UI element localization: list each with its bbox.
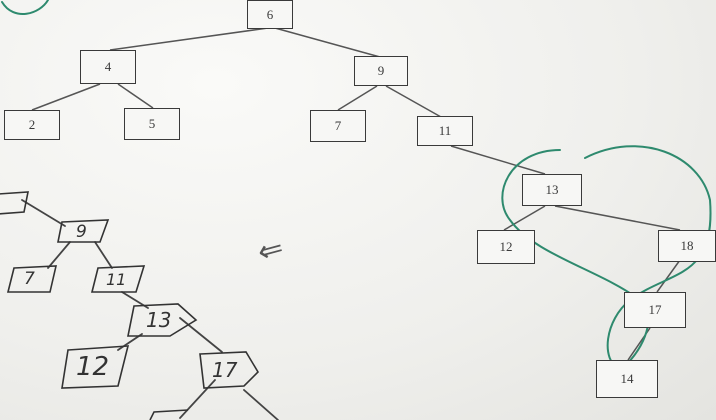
hand-edge-9-7 [47, 241, 71, 269]
hand-shape-9 [57, 219, 110, 243]
hand-shape-12 [61, 345, 130, 389]
hand-node-7: 7 [24, 269, 35, 289]
edge-11-13 [450, 145, 546, 175]
node-6: 6 [247, 0, 293, 29]
hand-edge-17-down-left [179, 379, 216, 419]
edge-9-11 [385, 85, 442, 118]
edge-9-7 [337, 85, 378, 111]
node-11: 11 [417, 116, 473, 146]
hand-shape-partial-bottom [149, 409, 189, 420]
node-12: 12 [477, 230, 535, 264]
node-4: 4 [80, 50, 136, 84]
node-14: 14 [596, 360, 658, 398]
hand-shape-11 [90, 265, 146, 293]
hand-node-9: 9 [76, 222, 87, 242]
hand-node-17: 17 [212, 358, 238, 382]
node-2: 2 [4, 110, 60, 140]
edge-13-12 [503, 205, 546, 231]
hand-node-12: 12 [76, 352, 110, 382]
hand-shape-root [0, 191, 29, 215]
edge-4-2 [31, 83, 101, 111]
node-9: 9 [354, 56, 408, 86]
edge-6-9 [274, 27, 381, 58]
node-18: 18 [658, 230, 716, 262]
printed-edges [31, 27, 681, 361]
hand-shape-7 [6, 265, 58, 293]
hand-edge-root-9 [21, 199, 66, 227]
edge-13-18 [554, 205, 681, 231]
edge-18-17 [656, 259, 681, 293]
node-17: 17 [624, 292, 686, 328]
hand-edge-13-17 [179, 317, 223, 353]
hand-edge-9-11 [94, 241, 113, 269]
node-5: 5 [124, 108, 180, 140]
handwritten-node-shapes [0, 191, 260, 420]
edge-4-5 [117, 83, 154, 109]
node-13: 13 [522, 174, 582, 206]
green-scribble-top-left [1, 0, 49, 16]
hand-edge-17-down-right [243, 389, 279, 420]
edge-6-4 [109, 27, 269, 51]
node-7: 7 [310, 110, 366, 142]
hand-node-13: 13 [146, 308, 172, 332]
hand-shape-13 [127, 303, 198, 337]
hand-node-11: 11 [106, 270, 127, 289]
hand-shape-17 [199, 351, 260, 389]
